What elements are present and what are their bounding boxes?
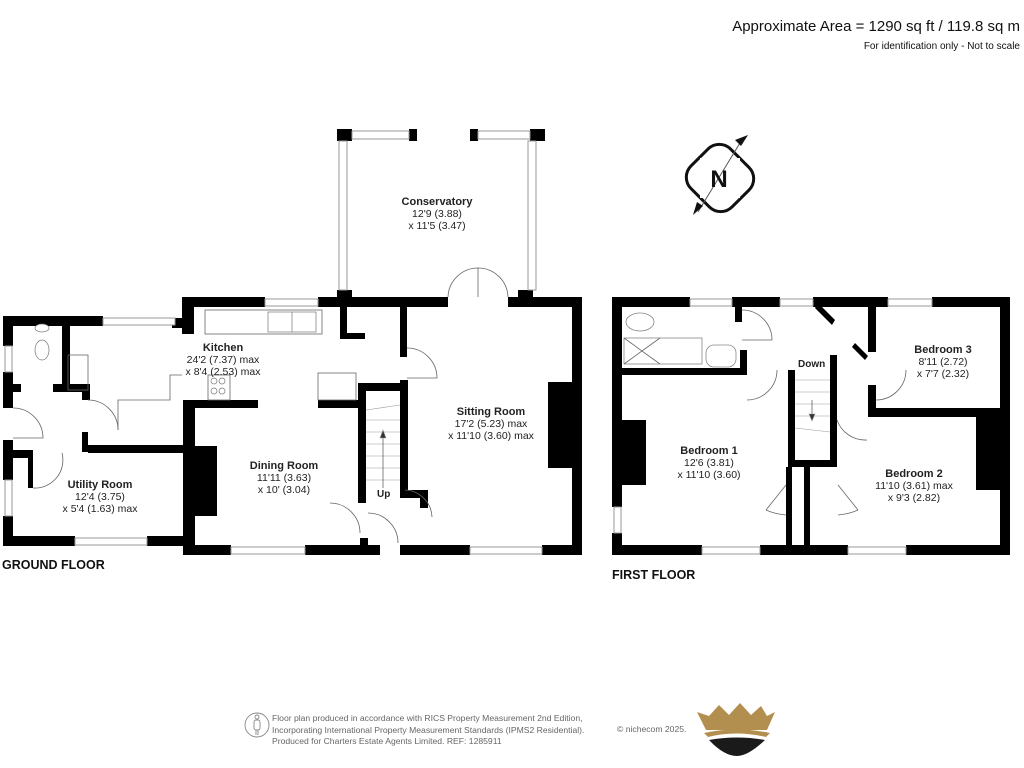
room-dimension: x 11'10 (3.60) <box>677 469 741 481</box>
room-dimension: 12'6 (3.81) <box>684 457 734 469</box>
room-dimension: x 7'7 (2.32) <box>916 368 970 380</box>
room-name: Bedroom 2 <box>885 468 943 480</box>
room-dimension: 12'9 (3.88) <box>412 208 462 220</box>
kitchen-fittings <box>34 311 317 395</box>
room-utility-room: Utility Room 12'4 (3.75) x 5'4 (1.63) ma… <box>63 479 138 515</box>
room-bedroom-1: Bedroom 1 12'6 (3.81) x 11'10 (3.60) <box>677 445 740 481</box>
room-dimension: 17'2 (5.23) max <box>454 418 528 430</box>
room-dimension: x 11'10 (3.60) max <box>448 430 534 442</box>
room-dimension: x 8'4 (2.53) max <box>185 366 261 378</box>
room-name: Utility Room <box>67 479 133 491</box>
room-dimension: x 10' (3.04) <box>257 484 311 496</box>
crown-logo-icon <box>697 703 775 756</box>
room-bedroom-3: Bedroom 3 8'11 (2.72) x 7'7 (2.32) <box>914 344 971 380</box>
room-name: Bedroom 3 <box>914 344 972 356</box>
copyright-text: © nichecom 2025. <box>617 724 687 734</box>
ground-floor-doors <box>12 267 509 544</box>
ground-floor-walls <box>3 129 582 555</box>
svg-text:N: N <box>710 166 727 193</box>
first-floor-label: FIRST FLOOR <box>612 568 696 582</box>
first-floor-windows <box>613 298 933 555</box>
room-dimension: 12'4 (3.75) <box>75 491 125 503</box>
room-name: Dining Room <box>249 460 319 472</box>
ground-stairs <box>365 404 401 488</box>
room-dimension: x 11'5 (3.47) <box>408 220 466 232</box>
stairs-up-label: Up <box>377 489 391 500</box>
first-floor-doors <box>623 309 907 516</box>
ground-floor-label: GROUND FLOOR <box>2 558 105 572</box>
first-floor-walls <box>612 297 1010 555</box>
room-dimension: 8'11 (2.72) <box>918 356 968 368</box>
approximate-area-title: Approximate Area = 1290 sq ft / 119.8 sq… <box>732 18 1020 35</box>
north-arrow-icon: N <box>684 135 756 215</box>
stairs-down-label: Down <box>798 359 826 370</box>
room-name: Sitting Room <box>456 406 526 418</box>
room-conservatory: Conservatory 12'9 (3.88) x 11'5 (3.47) <box>402 196 473 232</box>
footer-notes: Floor plan produced in accordance with R… <box>272 713 584 748</box>
disclaimer-text: For identification only - Not to scale <box>863 41 1020 52</box>
room-bedroom-2: Bedroom 2 11'10 (3.61) max x 9'3 (2.82) <box>875 468 953 504</box>
first-floor-stairs <box>794 379 831 433</box>
footer-line: Incorporating International Property Mea… <box>272 724 585 735</box>
room-dimension: x 5'4 (1.63) max <box>62 503 138 515</box>
room-dimension: 24'2 (7.37) max <box>186 354 260 366</box>
room-name: Bedroom 1 <box>680 445 738 457</box>
room-sitting-room: Sitting Room 17'2 (5.23) max x 11'10 (3.… <box>448 406 534 442</box>
ground-floor-windows <box>4 130 543 555</box>
person-icon <box>244 712 270 738</box>
room-dimension: 11'10 (3.61) max <box>875 480 953 492</box>
room-kitchen: Kitchen 24'2 (7.37) max x 8'4 (2.53) max <box>186 342 261 378</box>
footer-line: Produced for Charters Estate Agents Limi… <box>272 736 502 746</box>
room-name: Kitchen <box>202 342 244 354</box>
room-dining-room: Dining Room 11'11 (3.63) x 10' (3.04) <box>250 460 318 496</box>
footer-line: Floor plan produced in accordance with R… <box>272 713 583 723</box>
room-name: Conservatory <box>401 196 473 208</box>
room-dimension: 11'11 (3.63) <box>256 472 312 484</box>
room-dimension: x 9'3 (2.82) <box>887 492 941 504</box>
